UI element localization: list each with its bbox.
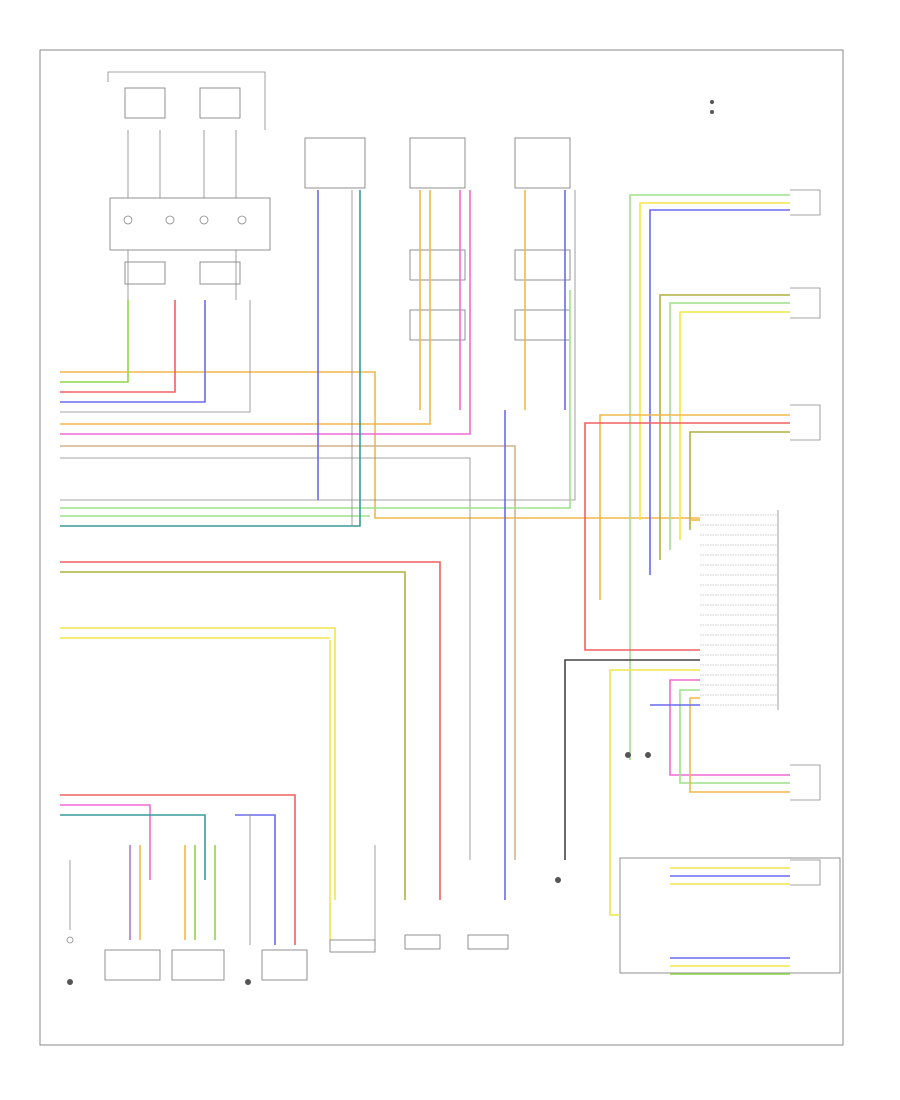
sensor-vertical-wires (317, 190, 566, 900)
component-box-6 (467, 934, 509, 950)
wire-blue-1 (60, 300, 206, 403)
right-connector (700, 510, 779, 710)
top-left-switch-group (107, 71, 271, 300)
switch-box-2 (199, 87, 241, 119)
wire-olive-1 (60, 571, 406, 900)
right-bus-wires (564, 194, 790, 975)
bottom-components (66, 100, 714, 985)
sensor-box-5 (514, 249, 571, 281)
sensor-box-2 (409, 137, 466, 189)
switch-box-4 (199, 261, 241, 285)
wire-pink-1 (60, 190, 471, 435)
component-box-2 (171, 949, 225, 981)
wire-tan-1 (60, 445, 516, 860)
component-box-4 (329, 939, 376, 953)
bottom-left-wires (60, 640, 376, 945)
wire-orange-1 (60, 371, 700, 519)
switch-box-1 (124, 87, 166, 119)
sensor-box-4 (409, 249, 466, 281)
component-box-5 (404, 934, 441, 950)
wire-green-1 (60, 300, 129, 383)
wire-red-1 (60, 300, 176, 393)
sensor-box-1 (304, 137, 366, 189)
wire-red-2 (60, 561, 441, 900)
sensor-box-6 (409, 309, 466, 341)
switch-box-3 (124, 261, 166, 285)
wire-gray-2 (60, 457, 471, 860)
wire-gray-3 (60, 190, 576, 501)
wire-yellow-1 (60, 627, 336, 900)
wire-gray-1 (60, 300, 251, 413)
sensor-box-7 (514, 309, 571, 341)
module-block-top-left (109, 197, 271, 251)
wire-teal-1 (60, 190, 361, 527)
right-sensor-boxes (619, 189, 841, 974)
component-box-1 (104, 949, 161, 981)
left-bus-wires (60, 190, 700, 900)
component-box-3 (261, 949, 308, 981)
top-center-sensor-group (304, 137, 571, 341)
sensor-box-3 (514, 137, 571, 189)
diagram-frame (39, 49, 844, 1046)
wire-orange-2 (60, 190, 431, 425)
wire-lightgreen-1 (60, 290, 571, 509)
